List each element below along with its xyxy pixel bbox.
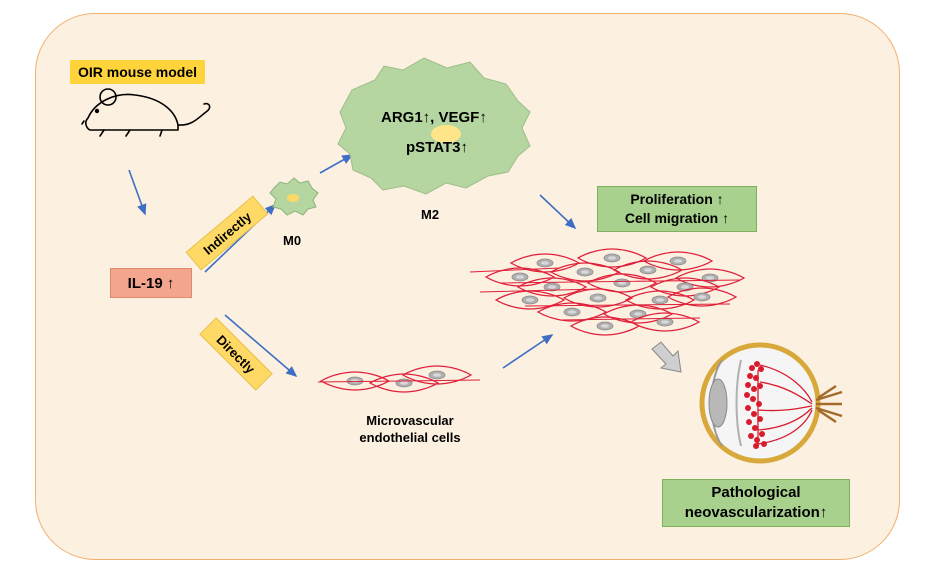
arrow-m2-to-proliferation [539,194,577,230]
endothelial-cluster [469,248,745,336]
m2-markers-line1: ARG1↑, VEGF↑ [381,109,487,126]
m2-macrophage-icon [337,57,531,195]
eye-icon [699,342,843,464]
microvascular-cells [317,365,481,393]
pathological-box: Pathological neovascularization↑ [662,479,850,527]
endothelial-cell-icon [577,248,647,268]
m2-label: M2 [421,207,440,222]
arrow-direct [224,314,298,378]
patho-label-line2: neovascularization↑ [684,504,828,521]
endothelial-cell-icon [667,287,737,307]
block-arrow [651,341,682,373]
patho-label-line1: Pathological [711,484,801,501]
m0-label: M0 [283,233,302,248]
proliferation-label: Proliferation ↑ [630,191,724,207]
mouse-icon [81,88,211,137]
cell-migration-label: Cell migration ↑ [624,210,730,226]
arrow-oir-to-il19 [128,169,147,216]
endothelial-cell-icon [625,290,695,310]
arrow-mec-to-proliferation [502,334,554,369]
m0-macrophage-icon [269,177,319,216]
oir-model-label: OIR mouse model [70,60,205,84]
mec-label-line1: Microvascular [366,413,454,428]
proliferation-box: Proliferation ↑ Cell migration ↑ [597,186,757,232]
il19-box: IL-19 ↑ [110,268,192,298]
m2-markers-line2: pSTAT3↑ [406,139,468,156]
arrow-m0-to-m2 [319,154,354,174]
mec-label-line2: endothelial cells [359,430,461,445]
